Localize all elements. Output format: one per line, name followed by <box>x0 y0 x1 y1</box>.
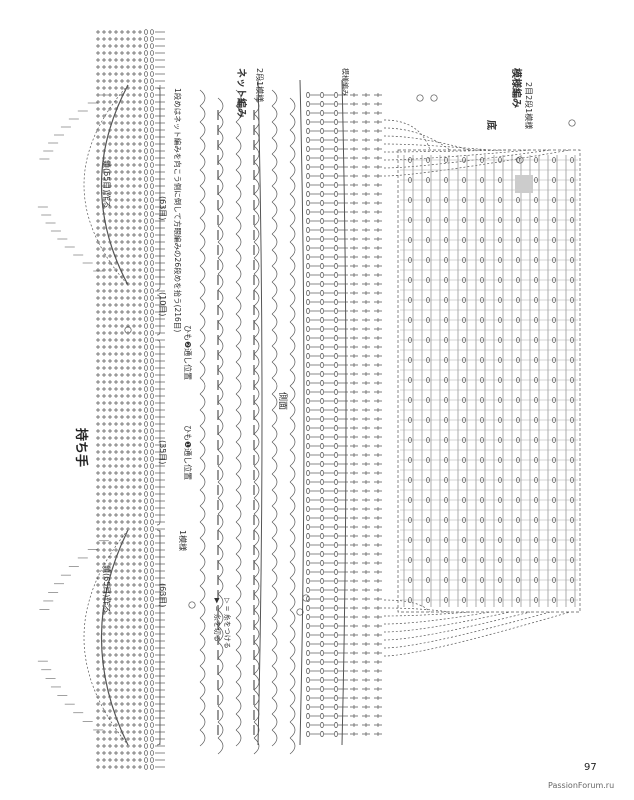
legend-attach: ▷ = 糸をつける <box>223 598 231 649</box>
one-repeat-label: 1模様 <box>178 530 187 552</box>
watermark: PassionForum.ru <box>548 781 615 790</box>
legend-cut: ▶ = 糸を切る <box>213 598 221 642</box>
bottom-repeat: 2目2段1模様 <box>524 82 533 130</box>
count-10: (10目) <box>158 292 167 317</box>
chain-note-top: 鎖(65目)作る <box>102 160 111 209</box>
count-63-top: (63目) <box>158 196 167 221</box>
page-number: 97 <box>584 762 597 773</box>
handle-arcs <box>37 84 161 746</box>
divider-lines <box>257 79 347 746</box>
connector-lines <box>383 119 571 657</box>
cord2-position: ひも❷通し位置 <box>183 325 192 381</box>
cord1-position: ひも❶通し位置 <box>183 425 192 481</box>
net-scallops <box>199 89 296 755</box>
net-repeat: 2段1模様 <box>255 68 264 103</box>
pickup-note: 1段めはネット編みを向こう側に倒して方眼編みの26段めを拾う(216目) <box>173 88 182 333</box>
brackets <box>156 87 161 746</box>
side-pattern-label: 模様編み <box>341 68 349 96</box>
count-35: (35目) <box>158 440 167 465</box>
bottom-grid <box>397 149 581 613</box>
handle-title: 持ち手 <box>73 428 88 468</box>
net-dashed-lines <box>217 110 255 740</box>
bottom-label: 底 <box>485 120 496 130</box>
chain-note-bottom: 鎖(65目)作る <box>102 565 111 614</box>
row-markers <box>124 94 576 616</box>
net-label: ネット編み <box>235 68 246 118</box>
side-pattern <box>306 92 382 737</box>
side-label: 側面 <box>277 392 287 411</box>
count-63-bottom: (63目) <box>158 583 167 608</box>
